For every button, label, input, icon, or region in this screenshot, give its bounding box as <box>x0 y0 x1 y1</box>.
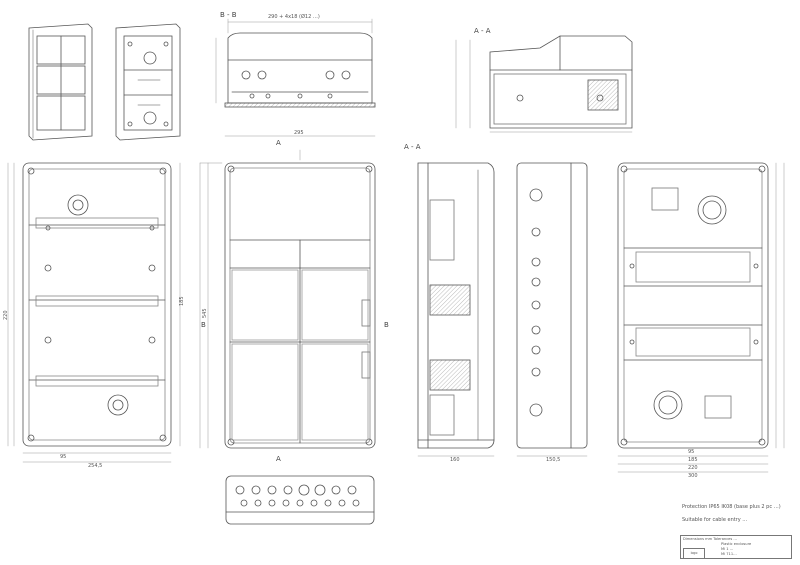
dim-right-3: 220 <box>688 465 698 471</box>
marker-b-right: B <box>384 321 389 329</box>
section-a-a-view <box>455 35 633 133</box>
side-height-label: 160 <box>450 457 460 463</box>
iso-view-front <box>28 23 93 141</box>
interior-base-view <box>7 162 181 463</box>
marker-b-left: B <box>201 321 206 329</box>
title-block-dimensions: Dimensions mm Tolerances … <box>683 537 738 541</box>
marker-a-bottom: A <box>276 455 281 463</box>
title-block-number: Mi 711… <box>721 552 737 556</box>
lid-inner-view <box>516 162 588 457</box>
dim-right-2: 185 <box>688 457 698 463</box>
note-cable-entry: Suitable for cable entry … <box>682 517 748 523</box>
front-lid-view <box>199 135 376 449</box>
bottom-view-cable-entries <box>225 475 375 525</box>
iso-view-interior <box>115 23 181 141</box>
dim-left-2: 254,5 <box>88 463 103 469</box>
note-protection: Protection IP65 IK08 (base plus 2 pc …) <box>682 504 781 510</box>
marker-a-top: A <box>276 139 281 147</box>
dim-right-4: 300 <box>688 473 698 479</box>
base-mounting-view <box>617 162 785 473</box>
dim-left-vertical: 220 <box>3 310 9 320</box>
title-block-product: Plastic enclosure <box>721 542 752 546</box>
section-label-a-top: A - A <box>474 27 491 35</box>
section-b-b-view <box>215 18 376 108</box>
top-dimension-label: 290 + 4x18 (Ø12 …) <box>268 14 320 20</box>
dim-left-1: 95 <box>60 454 67 460</box>
side-section-view <box>417 162 495 457</box>
section-label-b: B - B <box>220 11 237 19</box>
dim-left-inner: 185 <box>179 296 185 306</box>
dim-right-1: 95 <box>688 449 695 455</box>
front-width-label: 295 <box>294 130 304 136</box>
front-height-label: 545 <box>202 308 208 318</box>
company-logo: logo <box>683 548 705 559</box>
section-label-a-side: A - A <box>404 143 421 151</box>
title-block-series: Mi 1 … <box>721 547 734 551</box>
title-block: Dimensions mm Tolerances … Plastic enclo… <box>680 535 792 559</box>
side-width-label: 150,5 <box>546 457 561 463</box>
